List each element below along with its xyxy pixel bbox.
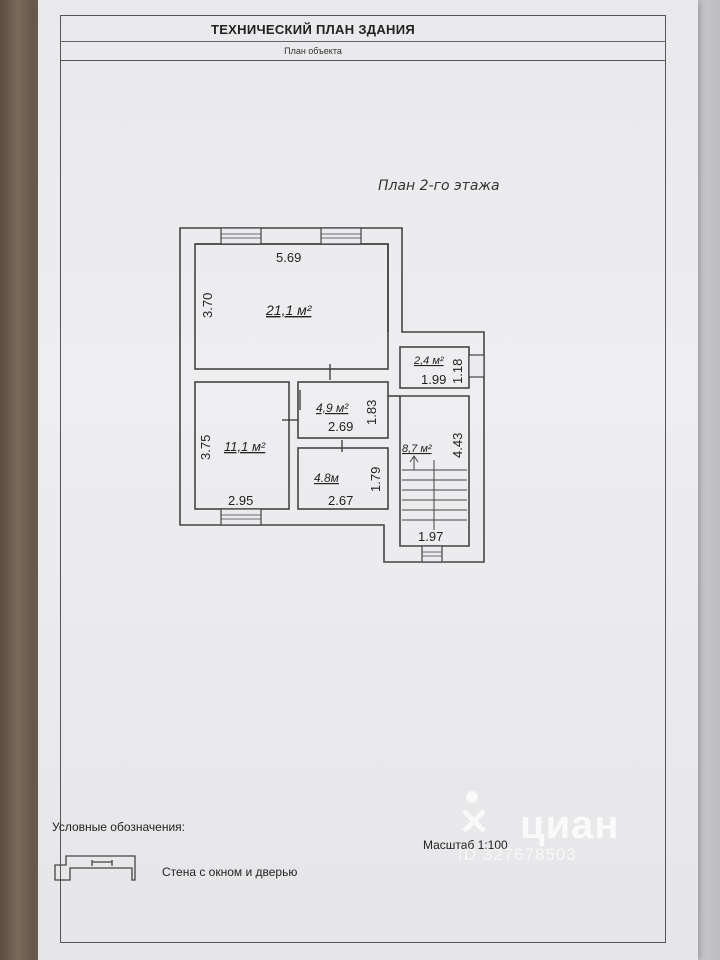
floor-plan-heading: План 2-го этажа [378, 178, 500, 194]
stair-arrow [409, 455, 419, 470]
room-11-area: 11,1 м² [224, 439, 266, 454]
room-2-4-width: 1.99 [421, 372, 446, 387]
window-stair [421, 545, 443, 563]
room-21-depth: 3.70 [200, 293, 215, 318]
room-8-7-depth: 4.43 [450, 433, 465, 458]
title-block [60, 15, 666, 61]
room-4-9-width: 2.69 [328, 419, 353, 434]
window-small [468, 354, 485, 378]
room-4-9-depth: 1.83 [364, 400, 379, 425]
legend-wall-label: Стена с окном и дверью [162, 865, 298, 879]
legend-wall-symbol [54, 855, 136, 881]
window-top-left [220, 227, 262, 245]
watermark-id: ID 327678503 [458, 845, 577, 864]
room-2-4-area: 2,4 м² [413, 355, 444, 367]
window-top-right [320, 227, 362, 245]
room-21-outline [194, 243, 389, 370]
window-bottom [220, 508, 262, 526]
watermark: циан ID 327678503 [458, 785, 648, 875]
room-4-8-outline [297, 447, 389, 510]
watermark-logo: циан [520, 803, 620, 847]
legend-title: Условные обозначения: [52, 820, 185, 834]
room-8-7-area: 8,7 м² [402, 443, 432, 455]
title-divider [60, 41, 666, 42]
room-4-9-area: 4,9 м² [316, 401, 349, 415]
room-2-4-depth: 1.18 [450, 359, 465, 384]
watermark-pin-icon [462, 791, 486, 833]
room-4-8-area: 4.8м [314, 471, 339, 485]
room-8-7-outline [399, 395, 470, 547]
room-11-depth: 3.75 [198, 435, 213, 460]
room-4-8-depth: 1.79 [368, 467, 383, 492]
room-4-8-width: 2.67 [328, 493, 353, 508]
document-subtitle: План объекта [284, 46, 342, 56]
drawing-frame [60, 15, 666, 943]
document-title: ТЕХНИЧЕСКИЙ ПЛАН ЗДАНИЯ [210, 22, 416, 37]
room-8-7-width: 1.97 [418, 529, 443, 544]
room-4-9-outline [297, 381, 389, 439]
scale-label: Масштаб 1:100 [423, 838, 508, 852]
document-sheet [38, 0, 698, 960]
room-21-width: 5.69 [276, 250, 301, 265]
room-21-area: 21,1 м² [265, 302, 313, 318]
room-11-width: 2.95 [228, 493, 253, 508]
